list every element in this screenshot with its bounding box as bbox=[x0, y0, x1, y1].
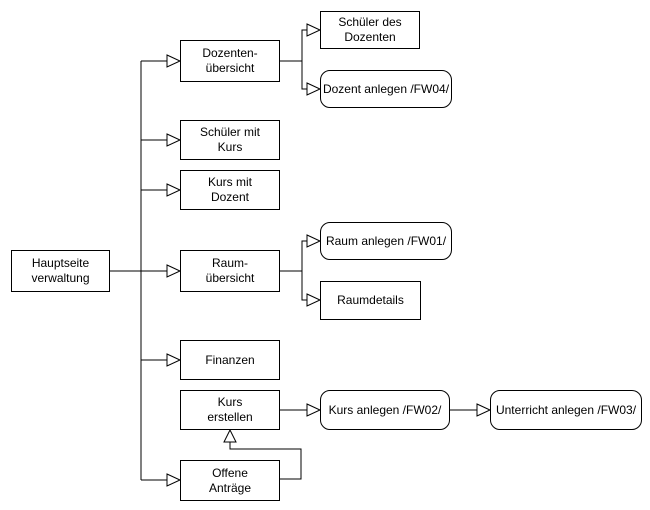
node-raum-anlegen-label: Raum anlegen /FW01/ bbox=[325, 233, 447, 248]
node-raum-uebersicht-label: Raum- übersicht bbox=[205, 256, 255, 285]
node-kurs-erstellen-label: Kurs erstellen bbox=[207, 395, 253, 424]
node-kurs-mit-dozent-label: Kurs mit Dozent bbox=[207, 175, 252, 204]
node-kurs-mit-dozent: Kurs mit Dozent bbox=[180, 170, 280, 210]
edge-kurs-anlegen-unterricht-anlegen bbox=[450, 403, 492, 417]
node-dozent-anlegen-label: Dozent anlegen /FW04/ bbox=[322, 81, 450, 96]
node-unterricht-anlegen-label: Unterricht anlegen /FW03/ bbox=[495, 402, 637, 417]
node-dozent-anlegen: Dozent anlegen /FW04/ bbox=[320, 70, 452, 108]
node-kurs-erstellen: Kurs erstellen bbox=[180, 390, 280, 430]
node-offene-antraege: Offene Anträge bbox=[180, 460, 280, 501]
edge-kurs-erstellen-kurs-anlegen bbox=[280, 403, 322, 417]
node-schueler-des-dozenten-label: Schüler des Dozenten bbox=[338, 15, 402, 44]
node-kurs-anlegen-label: Kurs anlegen /FW02/ bbox=[328, 402, 442, 417]
node-raum-uebersicht: Raum- übersicht bbox=[180, 250, 280, 292]
node-schueler-mit-kurs: Schüler mit Kurs bbox=[180, 120, 280, 160]
node-raumdetails-label: Raumdetails bbox=[337, 293, 404, 307]
node-kurs-anlegen: Kurs anlegen /FW02/ bbox=[320, 390, 450, 430]
node-finanzen: Finanzen bbox=[180, 340, 280, 380]
node-dozenten-uebersicht: Dozenten- übersicht bbox=[180, 40, 280, 82]
edge-raumuebersicht-raum-anlegen bbox=[280, 234, 322, 300]
edge-hauptseite-offene-antraege bbox=[141, 473, 182, 487]
node-schueler-mit-kurs-label: Schüler mit Kurs bbox=[199, 125, 261, 154]
node-hauptseite-label: Hauptseite verwaltung bbox=[31, 256, 90, 285]
node-schueler-des-dozenten: Schüler des Dozenten bbox=[320, 11, 420, 49]
node-unterricht-anlegen: Unterricht anlegen /FW03/ bbox=[490, 390, 642, 430]
edge-raumuebersicht-raumdetails bbox=[301, 271, 322, 307]
node-hauptseite: Hauptseite verwaltung bbox=[11, 250, 110, 292]
edge-hauptseite-finanzen bbox=[141, 353, 182, 367]
node-finanzen-label: Finanzen bbox=[205, 352, 255, 367]
node-dozenten-uebersicht-label: Dozenten- übersicht bbox=[202, 46, 258, 75]
node-offene-antraege-label: Offene Anträge bbox=[208, 465, 252, 495]
edge-hauptseite-raumuebersicht bbox=[110, 264, 182, 278]
node-raum-anlegen: Raum anlegen /FW01/ bbox=[320, 222, 452, 260]
edge-dozentenuebersicht-dozent-anlegen bbox=[301, 61, 322, 96]
node-raumdetails: Raumdetails bbox=[320, 281, 421, 320]
edge-dozentenuebersicht-schueler-des-dozenten bbox=[280, 23, 322, 89]
edge-offene-antraege-kurs-erstellen bbox=[223, 428, 302, 480]
edge-hauptseite-schueler-mit-kurs bbox=[141, 133, 182, 147]
edge-hauptseite-kurs-mit-dozent bbox=[141, 183, 182, 197]
edge-hauptseite-dozentenuebersicht bbox=[141, 54, 182, 68]
